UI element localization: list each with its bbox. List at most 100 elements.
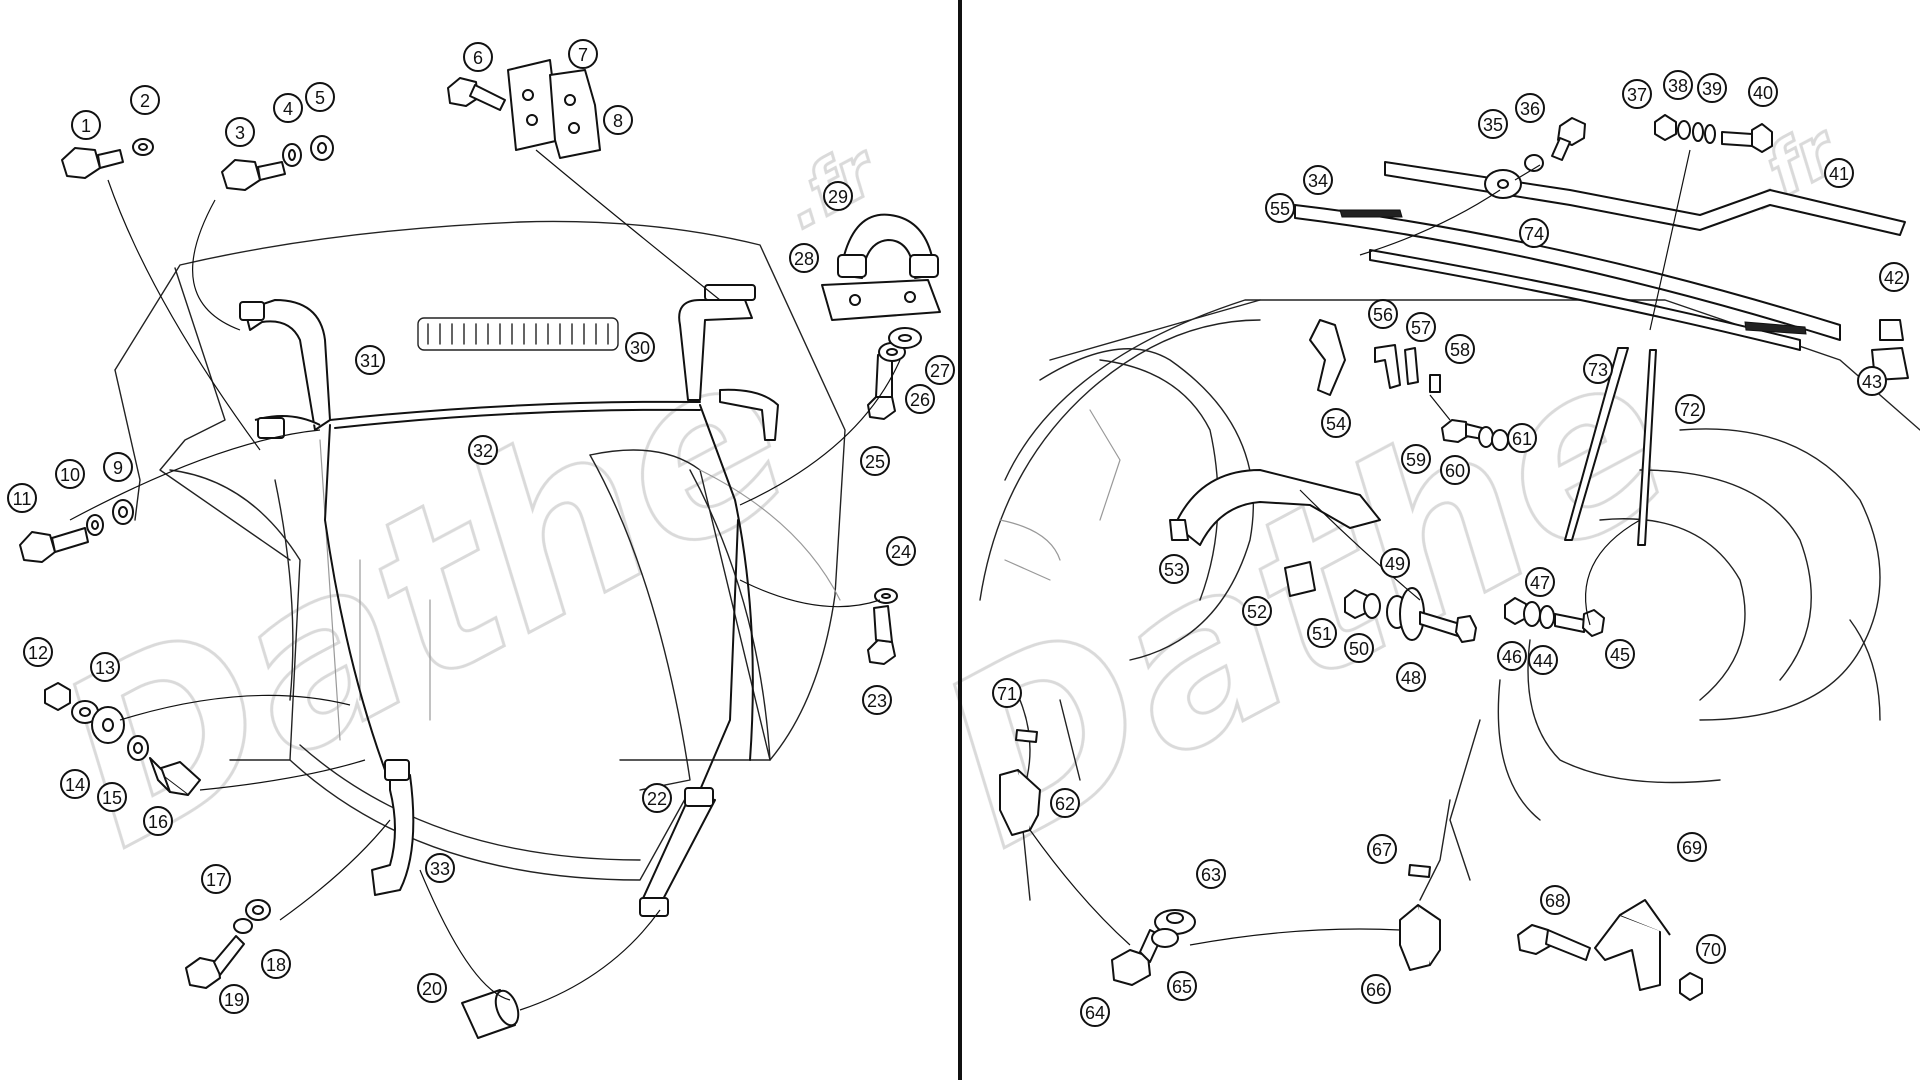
callout-label: 8 xyxy=(613,111,623,131)
callout-24: 24 xyxy=(886,536,916,566)
callout-10: 10 xyxy=(55,459,85,489)
bracket-part-69 xyxy=(1594,899,1671,991)
callout-label: 50 xyxy=(1349,639,1369,659)
bracket-part-62 xyxy=(999,769,1041,836)
pin-part-67 xyxy=(1408,864,1431,878)
bolt-part-40 xyxy=(1721,123,1773,153)
callout-37: 37 xyxy=(1622,79,1652,109)
callout-11: 11 xyxy=(7,483,37,513)
callout-label: 24 xyxy=(891,542,911,562)
washer-part-65 xyxy=(1151,928,1179,948)
callout-circle xyxy=(1167,971,1197,1001)
bolt-part-25 xyxy=(867,352,896,420)
callout-label: 51 xyxy=(1312,624,1332,644)
callout-circle xyxy=(201,864,231,894)
callout-38: 38 xyxy=(1663,70,1693,100)
callout-label: 42 xyxy=(1884,268,1904,288)
washer-part-2 xyxy=(132,138,154,156)
callout-28: 28 xyxy=(789,243,819,273)
callout-circle xyxy=(7,483,37,513)
callout-label: 56 xyxy=(1373,305,1393,325)
callout-label: 26 xyxy=(910,390,930,410)
washer-part-5 xyxy=(310,135,334,161)
callout-circle xyxy=(1344,633,1374,663)
callout-label: 44 xyxy=(1533,651,1553,671)
callout-6: 6 xyxy=(463,42,493,72)
washer-part-35 xyxy=(1524,154,1544,172)
callout-label: 64 xyxy=(1085,1003,1105,1023)
callout-label: 62 xyxy=(1055,794,1075,814)
callout-circle xyxy=(71,110,101,140)
callout-58: 58 xyxy=(1445,334,1475,364)
nut-part-70 xyxy=(1679,972,1703,1001)
bush-part-20 xyxy=(461,989,520,1039)
callout-4: 4 xyxy=(273,93,303,123)
callout-27: 27 xyxy=(925,355,955,385)
callout-label: 48 xyxy=(1401,668,1421,688)
callout-label: 4 xyxy=(283,99,293,119)
callout-label: 28 xyxy=(794,249,814,269)
callout-circle xyxy=(261,949,291,979)
callout-39: 39 xyxy=(1697,73,1727,103)
bolt-part-3 xyxy=(221,159,286,191)
callout-20: 20 xyxy=(417,973,447,1003)
callout-circle xyxy=(1196,859,1226,889)
callout-72: 72 xyxy=(1675,394,1705,424)
callout-circle xyxy=(60,769,90,799)
callout-label: 45 xyxy=(1610,645,1630,665)
watermark-left: Dathe .fr xyxy=(19,126,894,900)
bolt-part-23 xyxy=(867,605,896,665)
callout-circle xyxy=(642,783,672,813)
callout-circle xyxy=(1445,334,1475,364)
callout-label: 58 xyxy=(1450,340,1470,360)
callout-label: 31 xyxy=(360,351,380,371)
callout-label: 71 xyxy=(997,684,1017,704)
callout-circle xyxy=(55,459,85,489)
callout-53: 53 xyxy=(1159,554,1189,584)
callout-label: 67 xyxy=(1372,840,1392,860)
callout-68: 68 xyxy=(1540,885,1570,915)
callout-circle xyxy=(1303,165,1333,195)
callout-circle xyxy=(1622,79,1652,109)
callout-circle xyxy=(1406,312,1436,342)
washer-part-26 xyxy=(878,342,906,362)
callout-26: 26 xyxy=(905,384,935,414)
callout-label: 54 xyxy=(1326,414,1346,434)
callout-2: 2 xyxy=(130,85,160,115)
washer-part-9 xyxy=(112,499,134,525)
bracket-part-54 xyxy=(1309,319,1346,396)
callout-13: 13 xyxy=(90,652,120,682)
callout-circle xyxy=(463,42,493,72)
callout-12: 12 xyxy=(23,637,53,667)
washer-part-14 xyxy=(91,706,125,744)
callout-circle xyxy=(1528,645,1558,675)
callout-label: 41 xyxy=(1829,164,1849,184)
callout-circle xyxy=(1050,788,1080,818)
callout-label: 17 xyxy=(206,870,226,890)
callout-label: 11 xyxy=(13,489,32,509)
callout-63: 63 xyxy=(1196,859,1226,889)
callout-circle xyxy=(273,93,303,123)
callout-15: 15 xyxy=(97,782,127,812)
callout-73: 73 xyxy=(1583,354,1613,384)
callout-label: 46 xyxy=(1502,647,1522,667)
callout-9: 9 xyxy=(103,452,133,482)
callout-label: 13 xyxy=(95,658,115,678)
callout-42: 42 xyxy=(1879,262,1909,292)
callout-49: 49 xyxy=(1380,548,1410,578)
callout-circle xyxy=(1540,885,1570,915)
callout-circle xyxy=(1321,408,1351,438)
callout-label: 5 xyxy=(315,88,325,108)
bolt-part-36 xyxy=(1551,117,1586,161)
washer-part-18 xyxy=(233,918,253,934)
bolt-part-68 xyxy=(1517,924,1591,961)
callout-55: 55 xyxy=(1265,193,1295,223)
callout-label: 73 xyxy=(1588,360,1608,380)
bracket-part-42 xyxy=(1879,319,1904,341)
callout-57: 57 xyxy=(1406,312,1436,342)
callout-circle xyxy=(1605,639,1635,669)
callout-label: 69 xyxy=(1682,838,1702,858)
callout-8: 8 xyxy=(603,105,633,135)
callout-circle xyxy=(1663,70,1693,100)
